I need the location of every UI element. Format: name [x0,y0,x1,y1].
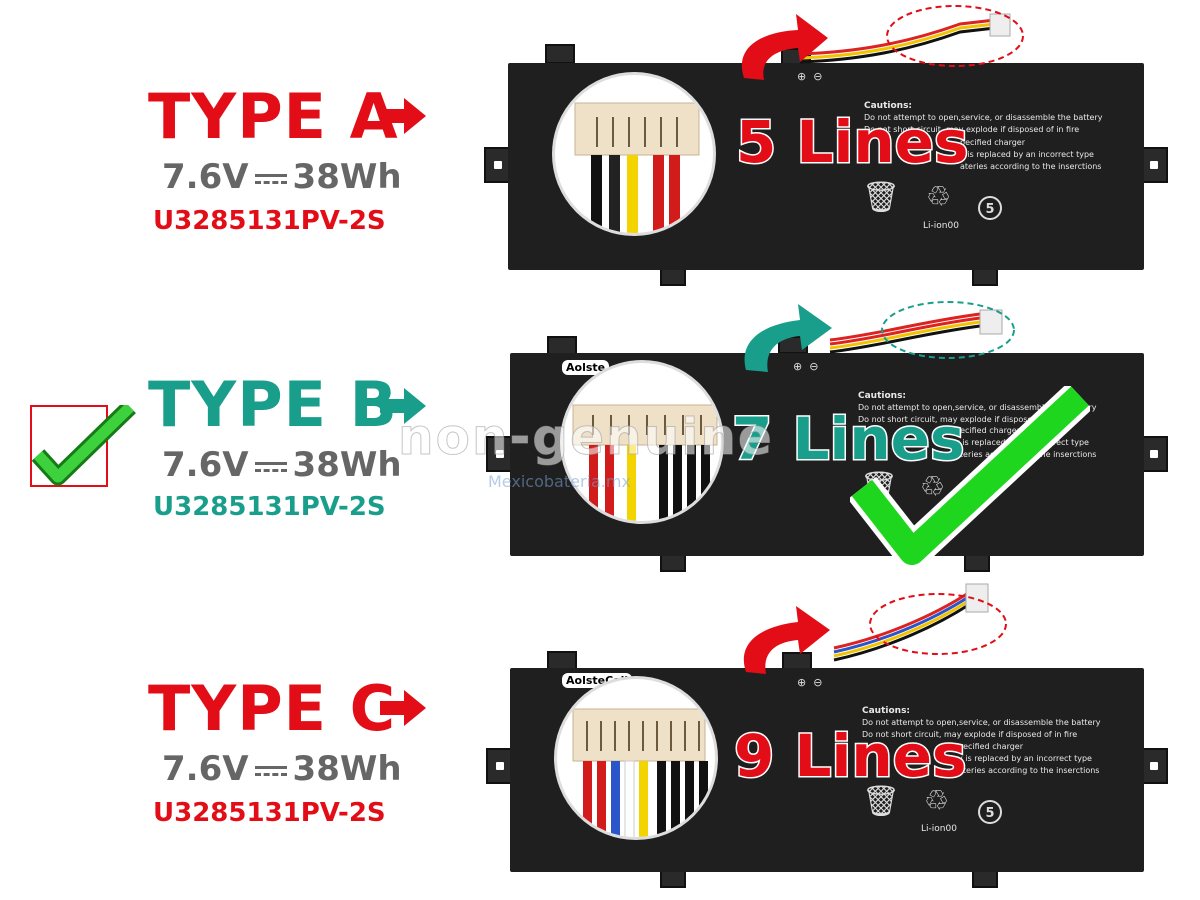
recycle-label: Li-ion00 [923,221,959,231]
lines-count-a: 5 Lines [735,108,971,176]
dc-symbol-icon [254,764,287,778]
type-c-title: TYPE C [148,672,397,745]
recycle-icon: ♲ [926,180,952,213]
watermark: non-genuine [398,408,774,467]
cable-c [833,583,1007,662]
right-arrow-icon [380,388,426,424]
right-arrow-icon [380,98,426,134]
recycle-icon: ♲ [924,784,950,817]
mount-tab [1140,436,1168,472]
weee-bin-icon: 🗑 [862,784,901,819]
terminal-marks: ⊕ ⊖ [793,360,819,373]
check-icon [31,405,136,486]
type-b-model: U3285131PV-2S [153,492,386,522]
svg-text:5: 5 [985,202,994,217]
curved-arrow-icon [743,606,830,674]
recycle-label: Li-ion00 [921,824,957,834]
type-b-voltage: 7.6V [162,445,249,485]
type-c-spec: 7.6V 38Wh [162,752,402,786]
mount-tab [1140,147,1168,183]
type-b-spec: 7.6V 38Wh [162,448,402,482]
type-c-voltage: 7.6V [162,749,249,789]
type-a-energy: 38Wh [292,157,402,197]
right-arrow-icon [380,690,426,726]
curved-arrow-icon [741,14,828,80]
caution-text: Cautions: Do not attempt to open,service… [864,101,1103,134]
caution-text: pecified charger y is replaced by an inc… [958,742,1100,775]
recycle-icon: ♲ [920,470,946,503]
connector-zoom-a [552,72,716,236]
connector-zoom-b [560,360,724,524]
type-a-model: U3285131PV-2S [153,206,386,236]
type-a-voltage: 7.6V [162,157,249,197]
type-c-energy: 38Wh [292,749,402,789]
cable-a [800,5,1024,67]
brand-logo: Aolste [562,360,610,375]
lines-count-c: 9 Lines [733,722,969,790]
type-b-title: TYPE B [148,368,398,441]
mount-tab [484,147,512,183]
type-b-energy: 38Wh [292,445,402,485]
dc-symbol-icon [254,172,287,186]
svg-text:5: 5 [985,806,994,821]
terminal-marks: ⊕ ⊖ [797,676,823,689]
battery-level-5-icon: 5 [978,196,1002,220]
watermark-site: Mexicobateria.mx [488,472,631,491]
large-check-icon [850,386,1090,566]
type-a-title: TYPE A [148,80,399,153]
terminal-marks: ⊕ ⊖ [797,70,823,83]
cable-b [829,301,1015,359]
mount-tab [1140,748,1168,784]
battery-level-5-icon: 5 [978,800,1002,824]
type-c-model: U3285131PV-2S [153,798,386,828]
curved-arrow-icon [744,304,832,372]
weee-bin-icon: 🗑 [862,180,901,215]
mount-tab [545,44,575,64]
lines-count-b: 7 Lines [731,405,967,473]
caution-text: pecified charger y is replaced by an inc… [960,138,1102,171]
dc-symbol-icon [254,460,287,474]
connector-zoom-c [554,676,718,840]
caution-text: Cautions: Do not attempt to open,service… [862,706,1101,739]
selected-checkbox [30,405,136,487]
type-a-spec: 7.6V 38Wh [162,160,402,194]
